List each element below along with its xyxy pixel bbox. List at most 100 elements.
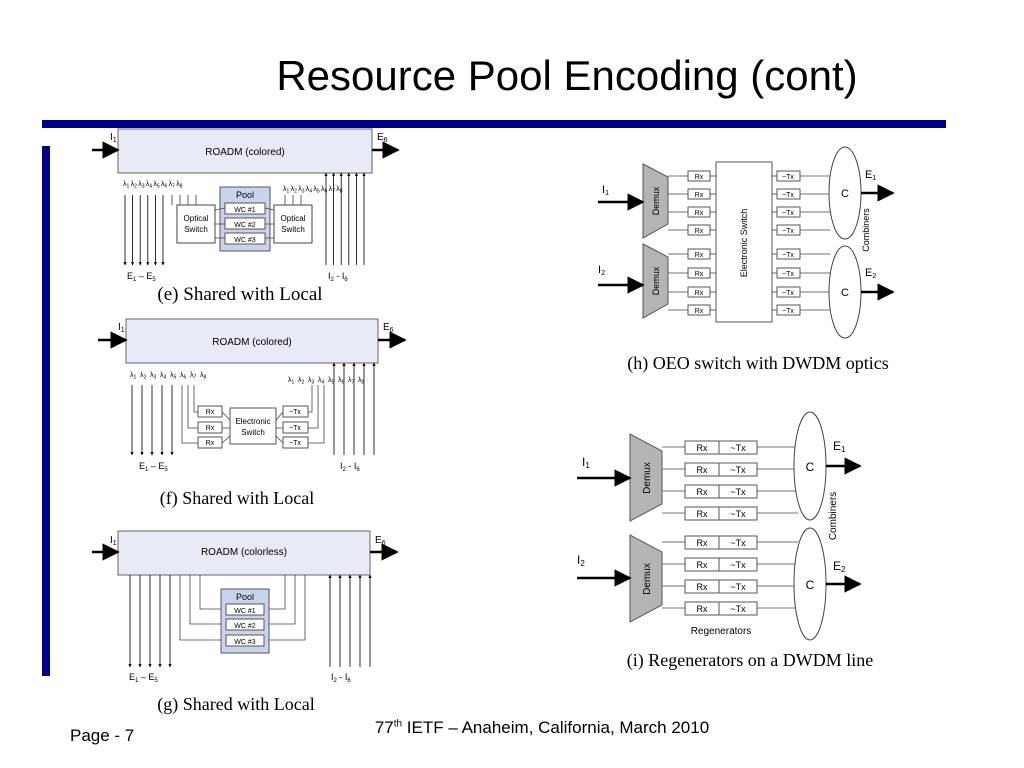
tx-box [718,440,758,455]
combiner-2-label: C [841,287,849,299]
rx-label: Rx [695,290,704,297]
rx-label: Rx [697,465,708,475]
input-label: I1 [118,322,125,334]
optical-switch-left [176,204,216,244]
lambda-label: λ2 [131,181,138,190]
tx-label: ~Tx [782,308,794,315]
rx-box [197,421,223,434]
diagram-i: Demux Demux I1 I2 Rx~TxRx~TxRx~TxRx~TxRx… [577,411,873,671]
output-label: E6 [383,322,394,334]
electronic-switch-label: Electronic Switch [739,209,749,278]
lambda-label: λ1 [130,372,137,381]
tx-box [718,535,758,550]
drop-range-label: E1 – E5 [129,672,158,684]
rx-box [197,405,223,418]
lambda-label: λ4 [306,186,313,195]
wc1-box [225,603,265,616]
pool-label: Pool [236,592,254,602]
wc2-box [225,618,265,631]
roadm-label: ROADM (colored) [205,147,284,158]
caption-h: (h) OEO switch with DWDM optics [627,353,888,374]
rx-label: Rx [697,509,708,519]
demux-1-label: Demux [642,462,653,494]
wc2-label: WC #2 [234,623,256,630]
input-label: I1 [110,535,117,547]
lambda-label: λ5 [313,186,320,195]
input-label-2: I2 [577,553,585,568]
lambda-label: λ5 [170,372,177,381]
rx-label: Rx [695,174,704,181]
tx-label: ~Tx [730,560,746,570]
tx-box [282,436,309,449]
title-rule [42,120,946,128]
roadm-box [125,318,379,364]
lambda-label: λ1 [288,377,295,386]
tx-label: ~Tx [782,210,794,217]
tx-box [718,484,758,499]
regenerators-label: Regenerators [691,626,752,637]
combiners-label: Combiners [861,208,871,252]
wc2-label: WC #2 [234,222,256,229]
pool-connectors [171,195,302,239]
lambda-label: λ2 [298,377,305,386]
tx-label: ~Tx [289,409,301,416]
rx-label: Rx [697,582,708,592]
caption-i: (i) Regenerators on a DWDM line [627,650,873,671]
wc2-box [224,217,266,230]
drop-lines [128,575,172,668]
tx-box [718,462,758,477]
combiners-label: Combiners [828,492,839,540]
optical-switch-left-label-2: Switch [184,225,208,234]
pool-connectors [179,575,306,641]
tx-label: ~Tx [782,174,794,181]
input-label-1: I1 [602,184,609,197]
lambda-label: λ8 [176,181,183,190]
lambda-label: λ3 [138,181,145,190]
caption-e: (e) Shared with Local [157,284,322,305]
output-label-2: E2 [833,559,846,574]
electronic-switch-box [715,161,773,323]
lambda-label: λ7 [348,377,355,386]
left-accent-bar [42,146,50,676]
lambda-label: λ7 [169,181,176,190]
input-label: I1 [110,132,117,144]
lambda-label: λ8 [200,372,207,381]
switch-connectors [181,385,325,444]
optical-switch-right [273,204,313,244]
drop-lines [130,385,174,456]
slide-title: Resource Pool Encoding (cont) [276,52,858,99]
combiner-1-label: C [806,460,815,474]
lambda-label: λ3 [308,377,315,386]
rx-label: Rx [206,425,215,432]
rx-label: Rx [697,604,708,614]
drop-lines [123,195,165,266]
tx-label: ~Tx [730,582,746,592]
tx-label: ~Tx [289,425,301,432]
lambda-label: λ4 [146,181,153,190]
lambda-label: λ1 [283,186,290,195]
optical-switch-right-label: Optical [281,214,306,223]
output-label-2: E2 [865,267,876,280]
lambda-label: λ4 [318,377,325,386]
rx-label: Rx [695,308,704,315]
rx-label: Rx [697,538,708,548]
lambda-label: λ5 [328,377,335,386]
diagram-g: ROADM (colorless) I1 E6 Pool WC #1 WC #2… [92,530,399,715]
input-label-1: I1 [582,455,590,470]
demux-1 [642,163,669,239]
drop-range-label: E1 – E5 [127,271,156,283]
wc3-label: WC #3 [234,639,256,646]
footer-sup: th [393,718,403,730]
rx-label: Rx [695,271,704,278]
lambda-label: λ6 [338,377,345,386]
tx-label: ~Tx [782,228,794,235]
rx-label: Rx [695,252,704,259]
output-label: E6 [375,535,386,547]
optical-switch-right-label-2: Switch [281,225,305,234]
electronic-switch-box [229,407,277,445]
